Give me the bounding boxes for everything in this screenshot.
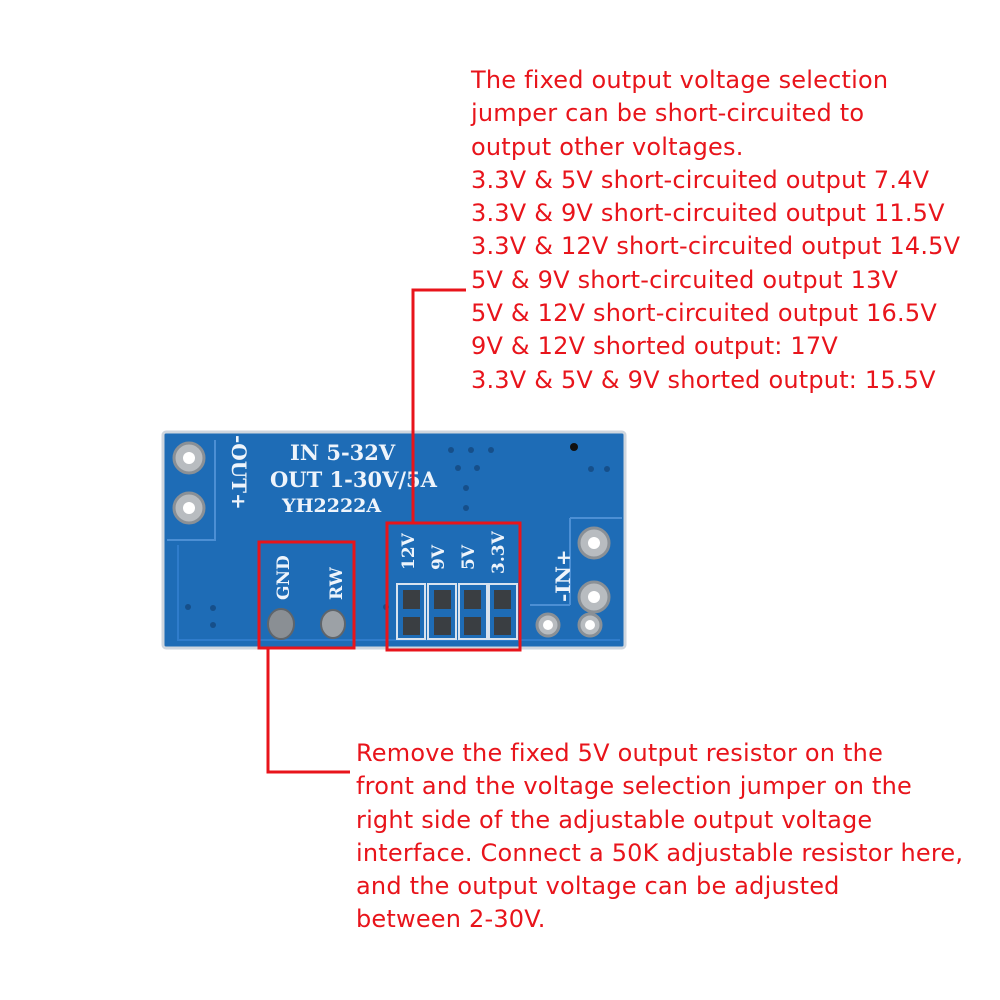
note-line: and the output voltage can be adjusted	[356, 872, 840, 901]
silk-jumper-5v: 5V	[459, 544, 479, 570]
silk-output-rating: OUT 1-30V/5A	[270, 467, 438, 492]
jumper-pads	[396, 583, 518, 640]
note-line: 3.3V & 5V short-circuited output 7.4V	[471, 165, 930, 194]
top-leader-line	[411, 288, 466, 523]
note-line: The fixed output voltage selection	[471, 66, 889, 94]
adjust-highlight-box	[257, 540, 356, 650]
note-line: front and the voltage selection jumper o…	[356, 772, 912, 801]
note-line: interface. Connect a 50K adjustable resi…	[356, 838, 964, 867]
note-line: 3.3V & 5V & 9V shorted output: 15.5V	[471, 365, 936, 394]
note-line: Remove the fixed 5V output resistor on t…	[356, 739, 884, 767]
note-line: right side of the adjustable output volt…	[356, 805, 873, 834]
silk-jumper-12v: 12V	[399, 532, 419, 570]
silk-gnd: GND	[274, 555, 294, 600]
out-terminal-pads	[172, 441, 206, 525]
adjustable-note: Remove the fixed 5V output resistor on t…	[356, 737, 963, 937]
note-line: output other voltages.	[471, 132, 744, 161]
note-line: 3.3V & 12V short-circuited output 14.5V	[471, 232, 961, 261]
silk-rw: RW	[327, 566, 347, 600]
note-line: between 2-30V.	[356, 905, 546, 934]
rw-pad	[320, 609, 346, 639]
silk-input-rating: IN 5-32V	[290, 440, 396, 465]
note-line: 9V & 12V shorted output: 17V	[471, 332, 838, 361]
silk-in-label: -IN+	[551, 549, 575, 602]
gnd-pad	[267, 608, 295, 640]
note-line: 3.3V & 9V short-circuited output 11.5V	[471, 199, 945, 228]
bottom-leader-line	[266, 648, 350, 774]
silk-jumper-3v3: 3.3V	[489, 530, 509, 574]
note-line: 5V & 12V short-circuited output 16.5V	[471, 299, 937, 328]
silk-jumper-9v: 9V	[429, 544, 449, 570]
in-terminal-pads	[535, 526, 611, 638]
note-line: jumper can be short-circuited to	[471, 99, 865, 128]
silk-out-label: -OUT+	[227, 435, 251, 510]
note-line: 5V & 9V short-circuited output 13V	[471, 265, 899, 294]
jumper-note: The fixed output voltage selection jumpe…	[471, 64, 960, 397]
silk-model: YH2222A	[281, 495, 381, 517]
jumper-highlight-box	[385, 521, 522, 652]
